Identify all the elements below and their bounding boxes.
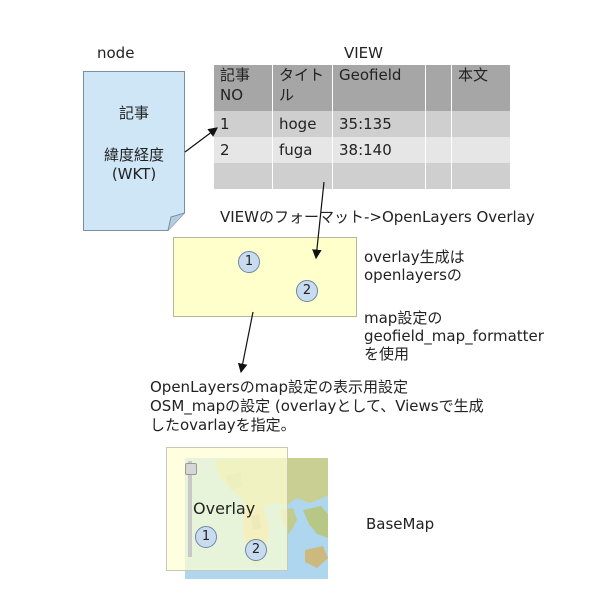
- node-title: node: [97, 44, 135, 62]
- zoom-in-icon[interactable]: [185, 463, 197, 475]
- header-cell-body: 本文: [451, 65, 510, 111]
- marker-1: 1: [195, 526, 217, 548]
- overlay-note-line2: openlayersの: [364, 266, 462, 284]
- table-cell: 35:135: [332, 111, 426, 137]
- arrow-node-to-view: [184, 127, 218, 153]
- table-cell: [451, 111, 510, 137]
- header-text: 本文: [458, 66, 489, 84]
- header-cell-title: タイトル: [272, 65, 333, 111]
- view-title: VIEW: [344, 44, 383, 62]
- node-item-wkt: (WKT): [111, 165, 157, 183]
- table-cell: fuga: [272, 137, 333, 163]
- overlay-note-line1: overlay生成は: [364, 248, 465, 266]
- table-cell: [214, 163, 273, 189]
- map-setting-line1: OpenLayersのmap設定の表示用設定: [150, 378, 409, 396]
- header-cell-geofield: Geofield: [332, 65, 426, 111]
- arrow-overlay-to-map: [237, 311, 254, 374]
- header-text: Geofield: [339, 66, 402, 84]
- map-setting-line3: したovarlayを指定。: [150, 416, 296, 434]
- zoom-slider[interactable]: [188, 461, 192, 557]
- marker-2: 2: [296, 280, 318, 302]
- format-label: VIEWのフォーマット->OpenLayers Overlay: [220, 208, 535, 226]
- table-cell: [425, 111, 452, 137]
- table-cell: hoge: [272, 111, 333, 137]
- table-cell: [425, 163, 452, 189]
- table-cell: [272, 163, 333, 189]
- node-item-article: 記事: [118, 104, 149, 122]
- header-text: 記事: [220, 66, 251, 84]
- table-row: 2 fuga 38:140: [214, 137, 510, 163]
- table-cell: [451, 137, 510, 163]
- header-cell-article-no: 記事 NO: [214, 65, 273, 111]
- table-cell: [425, 137, 452, 163]
- overlay-box: 1 2: [173, 237, 357, 317]
- node-item-latlon: 緯度経度: [103, 146, 164, 164]
- basemap-label: BaseMap: [366, 515, 435, 533]
- table-cell: 2: [214, 137, 273, 163]
- overlay-note-line3: map設定の: [364, 309, 443, 327]
- marker-2: 2: [245, 539, 267, 561]
- header-text: NO: [220, 86, 244, 104]
- table-cell: [332, 163, 426, 189]
- table-header-row: 記事 NO タイトル Geofield 本文: [214, 65, 510, 111]
- header-cell-empty: [425, 65, 452, 111]
- overlay-panel-label: Overlay: [193, 499, 256, 518]
- header-text: タイト: [279, 66, 325, 84]
- table-cell: [451, 163, 510, 189]
- table-row: [214, 163, 510, 189]
- table-cell: 1: [214, 111, 273, 137]
- header-text: ル: [279, 86, 295, 104]
- table-cell: 38:140: [332, 137, 426, 163]
- view-table: 記事 NO タイトル Geofield 本文 1 hoge 35:135 2 fu…: [214, 65, 510, 189]
- node-document-shape: [83, 71, 185, 231]
- marker-1: 1: [238, 251, 260, 273]
- table-row: 1 hoge 35:135: [214, 111, 510, 137]
- overlay-note-line5: を使用: [364, 345, 410, 363]
- map-setting-line2: OSM_mapの設定 (overlayとして、Viewsで生成: [150, 397, 484, 415]
- overlay-note-line4: geofield_map_formatter: [364, 327, 544, 345]
